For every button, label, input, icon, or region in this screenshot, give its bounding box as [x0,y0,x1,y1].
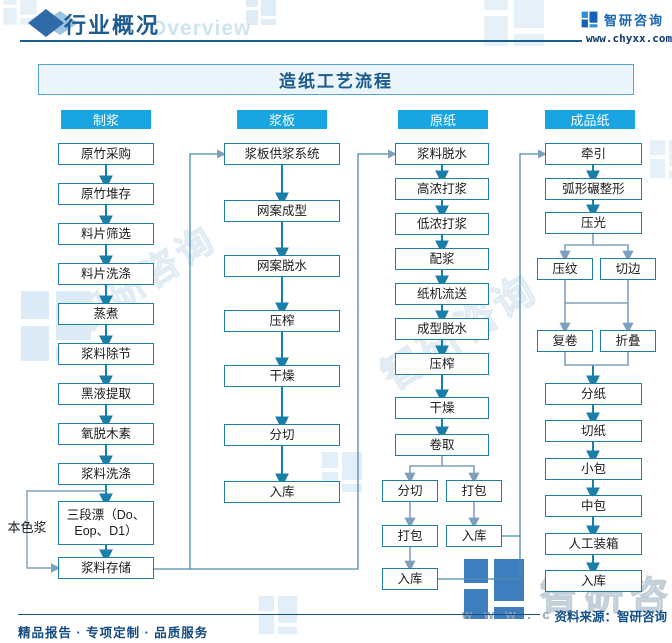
brand-block: 智研咨询 [580,10,664,29]
column-header-basepaper: 原纸 [398,110,488,129]
flow-step: 入库 [224,481,340,503]
flow-step: 入库 [446,525,502,547]
flow-step: 料片筛选 [58,223,154,245]
flow-step: 原竹采购 [58,143,154,165]
flow-step: 分切 [224,424,340,446]
watermark-logo-icon [649,139,672,179]
flow-step: 切纸 [545,420,642,442]
column-header-finished: 成品纸 [545,110,635,129]
flow-step: 原竹堆存 [58,183,154,205]
flow-step: 网案成型 [224,200,340,222]
flow-step: 浆料洗涤 [58,463,154,485]
flow-step: 黑液提取 [58,383,154,405]
flow-step: 复卷 [537,330,593,352]
flow-step: 蒸煮 [58,303,154,325]
flow-step: 浆料存储 [58,557,154,579]
flow-step: 压榨 [224,310,340,332]
flow-step: 低浓打浆 [395,213,489,235]
flow-step: 分纸 [545,383,642,405]
flow-step: 折叠 [600,330,656,352]
header-overview-watermark: Overview [150,17,252,40]
flow-step: 配浆 [395,248,489,270]
watermark-logo-icon [484,0,544,46]
flow-step: 氧脱木素 [58,423,154,445]
page-title: 行业概况 [64,13,161,38]
flow-step: 网案脱水 [224,255,340,277]
flow-step: 入库 [545,570,642,592]
column-header-pulpboard: 浆板 [237,110,327,129]
flow-step: 三段漂（Do、Eop、D1） [58,501,154,545]
flow-step: 中包 [545,495,642,517]
flow-step: 成型脱水 [395,318,489,340]
flow-step: 干燥 [395,397,489,419]
flow-step: 浆料脱水 [395,143,489,165]
flow-step: 压光 [545,212,642,234]
watermark-logo-icon [258,595,298,635]
flow-step: 压榨 [395,353,489,375]
flow-step: 打包 [446,480,502,502]
flow-step: 切边 [600,258,656,280]
flow-step: 分切 [382,480,438,502]
flow-step: 入库 [382,568,438,590]
flow-step: 人工装箱 [545,533,642,555]
brand-name: 智研咨询 [604,13,665,28]
flow-step: 小包 [545,458,642,480]
flow-step: 卷取 [395,434,489,456]
flow-step: 料片洗涤 [58,263,154,285]
flow-step: 弧形碾整形 [545,178,642,200]
source-note: 资料来源：智研咨询 [554,610,667,624]
footer-rule [18,614,540,615]
flow-step: 压纹 [537,258,593,280]
flow-step: 牵引 [545,143,642,165]
flow-step: 浆料除节 [58,343,154,365]
column-header-pulping: 制浆 [61,110,151,129]
brand-logo-icon [581,11,598,28]
flow-step: 高浓打浆 [395,178,489,200]
header-rule [20,40,582,42]
diamond-icon [28,9,78,37]
bypass-label: 本色浆 [7,520,47,535]
footer-tagline: 精品报告 · 专项定制 · 品质服务 [18,626,209,640]
figure-title: 造纸工艺流程 [38,64,634,95]
brand-site-url: www.chyxx.com [586,32,672,45]
flow-step: 打包 [382,525,438,547]
flow-step: 纸机流送 [395,283,489,305]
flow-step: 干燥 [224,365,340,387]
flow-step: 浆板供浆系统 [224,143,340,165]
